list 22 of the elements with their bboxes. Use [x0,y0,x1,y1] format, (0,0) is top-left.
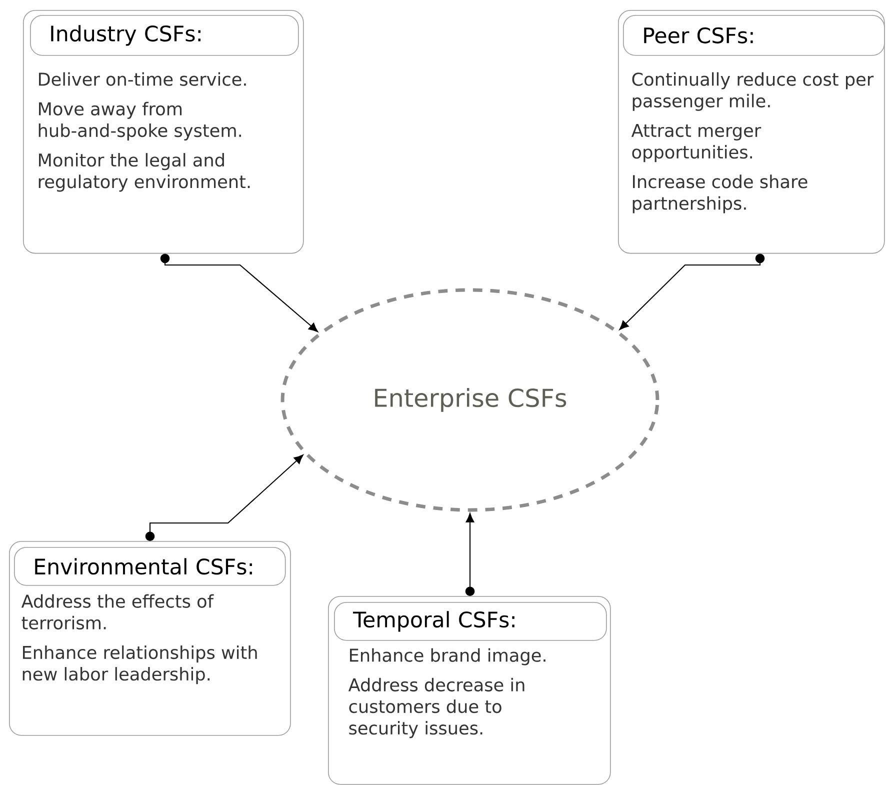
text-box [9,541,291,736]
list-item: Move away from hub-and-spoke system. [38,102,242,140]
connector-arrow [619,254,765,330]
list-item: Address the effects of terrorism. [21,594,214,630]
text-box [23,10,304,254]
list-item: Continually reduce cost per passenger mile. [632,72,874,111]
connector-arrow [465,513,475,596]
text-box [618,10,885,254]
list-item: Enhance relationships with new labor leadership. [22,645,257,684]
list-item: Increase code share partnerships. [632,174,808,214]
heading-box: Environmental CSFs: [14,547,286,586]
heading-box: Peer CSFs: [623,15,885,56]
list-item: Address decrease in customers due to security issues. [348,678,524,738]
heading-box: Temporal CSFs: [334,602,607,641]
text-box [328,596,611,785]
heading-box: Industry CSFs: [30,15,299,56]
list-item: Deliver on-time service. [39,72,246,86]
connector-arrow [145,454,304,541]
connector-arrow [160,254,318,332]
list-item: Monitor the legal and regulatory environment. [38,153,250,192]
list-item: Attract merger opportunities. [631,124,762,162]
list-item: Enhance brand image. [350,648,546,666]
